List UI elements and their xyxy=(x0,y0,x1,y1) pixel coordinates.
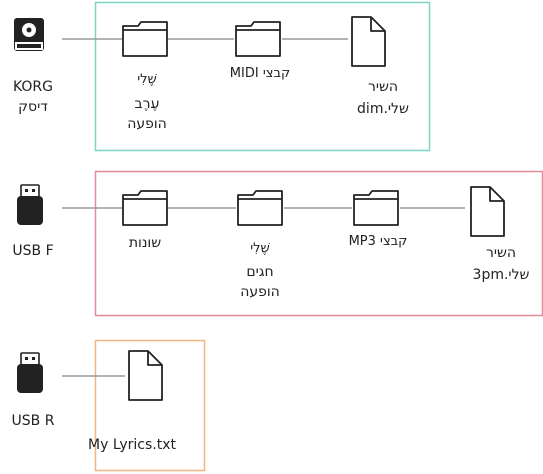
folder-icon xyxy=(235,21,281,57)
folder-icon xyxy=(353,190,399,226)
label-line: שלי.dim xyxy=(357,101,409,117)
label-line: שֶׁלִי xyxy=(250,241,270,256)
folder-label: שֶׁלִי xyxy=(115,72,179,88)
usb-drive-icon xyxy=(17,184,43,225)
label-line: שונות xyxy=(128,235,162,251)
label-line: הופעה xyxy=(240,284,280,300)
label-line: My Lyrics.txt xyxy=(88,437,176,453)
file-icon xyxy=(128,350,163,401)
file-icon xyxy=(470,186,505,237)
folder-icon xyxy=(122,190,168,226)
label-line: שלי.3pm xyxy=(472,267,530,283)
folder-label: חגים הופעה xyxy=(225,262,295,302)
label-line: חגים xyxy=(246,264,274,280)
device-label-line: KORG xyxy=(12,79,53,95)
label-line: הופעה xyxy=(127,116,167,132)
label-line: עֶרֶב xyxy=(134,96,160,112)
device-label-usb-r: USB R xyxy=(0,412,66,430)
folder-label: קבצי MIDI xyxy=(210,66,310,82)
file-label: השיר שלי.3pm xyxy=(462,242,540,286)
device-label-line: USB F xyxy=(12,243,54,259)
device-label-disk: KORG xyxy=(4,78,62,96)
device-label-line: USB R xyxy=(11,413,55,429)
folder-icon xyxy=(237,190,283,226)
file-icon xyxy=(351,16,386,67)
folder-label: קבצי MP3 xyxy=(336,234,420,250)
device-label-line: דיסק xyxy=(18,99,48,115)
label-line: קבצי MIDI xyxy=(229,66,291,81)
label-line: קבצי MP3 xyxy=(348,234,408,249)
usb-drive-icon xyxy=(17,352,43,393)
folder-icon xyxy=(122,21,168,57)
folder-label: עֶרֶב הופעה xyxy=(115,94,179,134)
folder-label: שונות xyxy=(110,234,180,252)
group-box-usb-r xyxy=(94,339,206,472)
folder-label: שֶׁלִי xyxy=(225,241,295,257)
device-label-disk-hebrew: דיסק xyxy=(4,98,62,116)
file-label: השיר שלי.dim xyxy=(338,76,428,120)
file-label: My Lyrics.txt xyxy=(62,436,202,454)
label-line: השיר xyxy=(367,79,399,95)
group-box-disk xyxy=(94,1,431,152)
label-line: השיר xyxy=(485,245,517,261)
hard-disk-icon xyxy=(14,18,44,51)
device-label-usb-f: USB F xyxy=(0,242,66,260)
label-line: שֶׁלִי xyxy=(137,72,157,87)
